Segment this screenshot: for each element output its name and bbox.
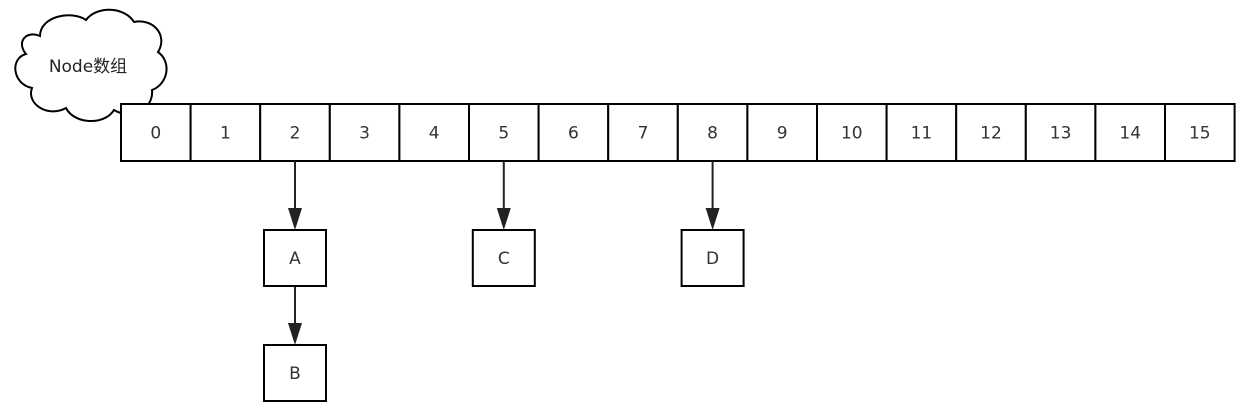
array-cell-12: 12	[955, 103, 1027, 162]
array-cell-box	[328, 103, 401, 162]
arrow-head	[496, 208, 511, 230]
array-cell-1: 1	[189, 103, 262, 162]
array-cell-index: 13	[1050, 124, 1072, 144]
array-cell-4: 4	[398, 103, 470, 162]
array-cell-box	[676, 103, 749, 162]
arrow-cell-8-to-D	[705, 161, 720, 230]
node-A: A	[263, 229, 327, 287]
array-cell-box	[816, 103, 888, 162]
array-cell-index: 8	[707, 124, 718, 144]
array-cell-7: 7	[607, 103, 679, 162]
array-cell-index: 15	[1189, 124, 1211, 144]
arrow-head	[705, 208, 720, 230]
array-cell-index: 5	[498, 124, 509, 144]
array-cell-11: 11	[885, 103, 958, 162]
array-cell-14: 14	[1094, 103, 1167, 162]
array-cell-box	[607, 103, 679, 162]
node-box	[680, 229, 745, 287]
array-cell-13: 13	[1024, 103, 1097, 162]
array-cell-box	[1094, 103, 1167, 162]
array-cell-9: 9	[746, 103, 819, 162]
array-cell-box	[189, 103, 262, 162]
array-cell-3: 3	[328, 103, 401, 162]
array-cell-2: 2	[259, 103, 331, 162]
node-D: D	[680, 229, 745, 287]
array-cell-8: 8	[676, 103, 749, 162]
node-B: B	[263, 344, 327, 402]
array-cell-index: 3	[359, 124, 370, 144]
array-cell-index: 12	[980, 124, 1002, 144]
array-cell-box	[537, 103, 610, 162]
arrow-cell-2-to-A	[288, 161, 302, 230]
array-cell-index: 7	[638, 124, 649, 144]
array-cell-box	[1164, 103, 1236, 162]
node-label: D	[706, 249, 719, 269]
array-cell-index: 10	[841, 124, 863, 144]
arrow-cell-5-to-C	[496, 161, 511, 230]
array-cell-5: 5	[468, 103, 540, 162]
arrows	[288, 161, 720, 345]
arrow-head	[288, 208, 302, 230]
array-cell-box	[120, 103, 192, 162]
array-cell-6: 6	[537, 103, 610, 162]
node-label: B	[289, 364, 301, 384]
array-cell-0: 0	[120, 103, 192, 162]
array-cell-box	[398, 103, 470, 162]
node-box	[471, 229, 536, 287]
array-cell-index: 6	[568, 124, 579, 144]
node-C: C	[471, 229, 536, 287]
array-cell-index: 0	[150, 124, 161, 144]
linked-nodes: A B C D	[263, 229, 745, 402]
array-cell-box	[885, 103, 958, 162]
node-box	[263, 344, 327, 402]
array-cell-index: 4	[429, 124, 440, 144]
node-label: A	[289, 249, 301, 269]
array-cell-index: 1	[220, 124, 231, 144]
arrow-head	[288, 323, 302, 345]
cloud-label: Node数组	[49, 57, 127, 77]
node-box	[263, 229, 327, 287]
array-cell-index: 11	[911, 124, 933, 144]
array-cell-index: 14	[1119, 124, 1141, 144]
arrow-A-to-B	[288, 286, 302, 345]
node-label: C	[498, 249, 510, 269]
array-cell-index: 2	[290, 124, 301, 144]
array-cell-15: 15	[1164, 103, 1236, 162]
array-cell-10: 10	[816, 103, 888, 162]
array-cell-box	[955, 103, 1027, 162]
array-cell-index: 9	[777, 124, 788, 144]
